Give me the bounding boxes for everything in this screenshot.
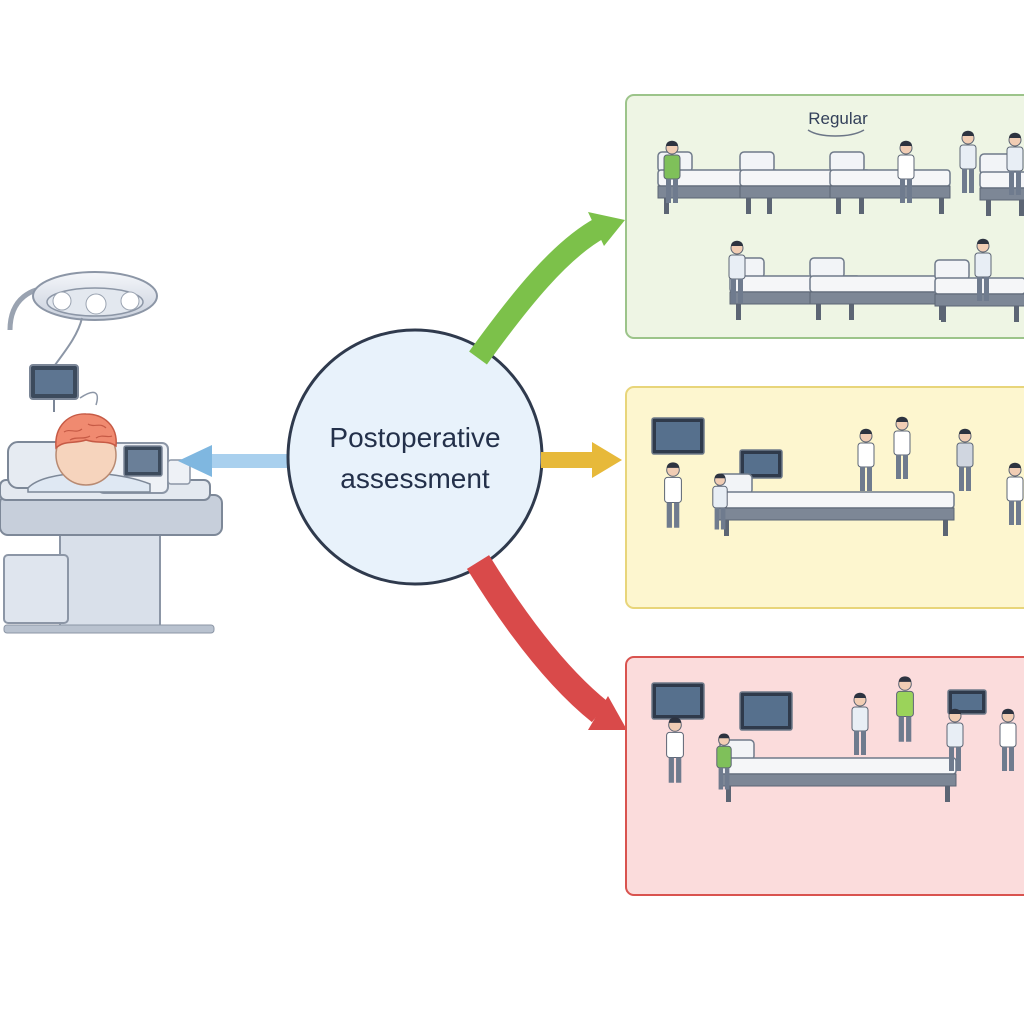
staff-person-icon bbox=[946, 708, 964, 771]
monitor-icon bbox=[947, 689, 987, 715]
staff-person-icon bbox=[712, 473, 728, 530]
staff-person-icon bbox=[956, 428, 974, 491]
surgery-scene bbox=[0, 271, 223, 634]
postoperative-assessment-node: Postoperative assessment bbox=[286, 328, 544, 586]
node-label-line2: assessment bbox=[340, 463, 490, 494]
monitor-icon bbox=[651, 417, 705, 455]
staff-person-icon bbox=[728, 240, 746, 303]
staff-person-icon bbox=[999, 708, 1017, 771]
staff-person-icon bbox=[897, 140, 915, 203]
staff-person-icon bbox=[1006, 462, 1024, 525]
hospital-bed-icon bbox=[829, 151, 951, 214]
node-label-line1: Postoperative bbox=[329, 422, 500, 453]
arrow-to-moderate bbox=[541, 442, 622, 478]
staff-person-icon bbox=[893, 416, 911, 479]
monitor-icon bbox=[739, 691, 793, 731]
arrow-to-intensive bbox=[466, 555, 627, 730]
arrow-to-regular bbox=[469, 212, 625, 365]
staff-person-icon bbox=[716, 733, 732, 790]
staff-person-icon bbox=[857, 428, 875, 491]
staff-person-icon bbox=[851, 692, 869, 755]
hospital-bed-icon bbox=[809, 257, 951, 320]
staff-person-icon bbox=[1006, 132, 1024, 195]
monitor-icon bbox=[651, 682, 705, 720]
hospital-bed-icon bbox=[719, 739, 957, 802]
monitor-icon bbox=[29, 364, 99, 412]
staff-person-icon bbox=[663, 140, 681, 203]
brain-icon bbox=[55, 413, 117, 450]
panel-title-regular: Regular bbox=[808, 109, 868, 128]
staff-person-icon bbox=[974, 238, 992, 301]
staff-person-icon bbox=[896, 676, 914, 742]
staff-person-icon bbox=[959, 130, 977, 193]
surgical-light-icon bbox=[7, 271, 158, 366]
staff-person-icon bbox=[664, 462, 682, 528]
staff-person-icon bbox=[666, 717, 684, 783]
arrow-to-patient bbox=[178, 445, 300, 477]
monitor-icon bbox=[739, 449, 783, 479]
ward-scenes bbox=[651, 130, 1024, 802]
